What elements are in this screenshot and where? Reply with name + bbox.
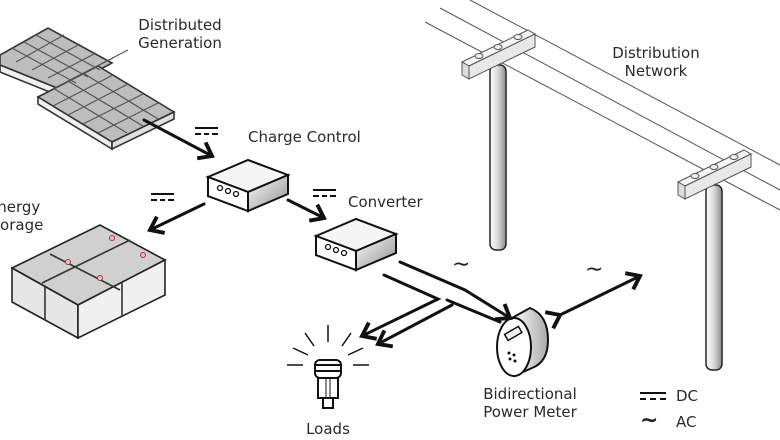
legend-dc-label: DC [676, 387, 699, 405]
lightbulb-icon [287, 325, 369, 409]
arrow-charge-control-to-storage [147, 202, 206, 235]
dc-symbols [151, 127, 666, 400]
legend-ac-symbol-icon: ∼ [640, 408, 659, 433]
dc-symbol-icon [195, 127, 218, 135]
power-meter-icon [496, 306, 550, 378]
flow-arrows [142, 118, 643, 349]
ac-symbol-icon: ∼ [452, 252, 471, 277]
label-converter: Converter [348, 193, 423, 211]
arrow-meter-grid-bidirectional [544, 271, 643, 330]
label-loads: Loads [306, 420, 350, 438]
label-distributed-generation: Distributed Generation [138, 16, 222, 52]
arrow-converter-to-meter [398, 260, 513, 322]
utility-pole-2 [676, 149, 753, 371]
battery-storage-icon [10, 224, 167, 340]
legend-dc-symbol-icon [640, 392, 666, 400]
ac-symbol-icon: ∼ [585, 257, 604, 282]
arrow-junction-to-loads-2 [375, 303, 454, 349]
dc-symbol-icon [151, 193, 174, 201]
arrow-charge-control-to-converter [286, 198, 327, 223]
arrow-panel-to-charge-control [142, 118, 215, 161]
charge-control-device [205, 158, 291, 213]
arrow-converter-to-loads-2 [445, 298, 502, 324]
converter-device [313, 217, 399, 272]
utility-pole-1 [460, 29, 537, 251]
label-power-meter: Bidirectional Power Meter [483, 385, 577, 421]
solar-panel-icon [0, 27, 176, 151]
label-distribution-network: Distribution Network [612, 44, 700, 80]
label-charge-control: Charge Control [248, 128, 361, 146]
label-energy-storage: Energy Storage [0, 198, 44, 234]
legend-ac-label: AC [676, 413, 697, 431]
arrow-converter-to-loads-1 [359, 273, 442, 341]
dc-symbol-icon [313, 189, 336, 197]
